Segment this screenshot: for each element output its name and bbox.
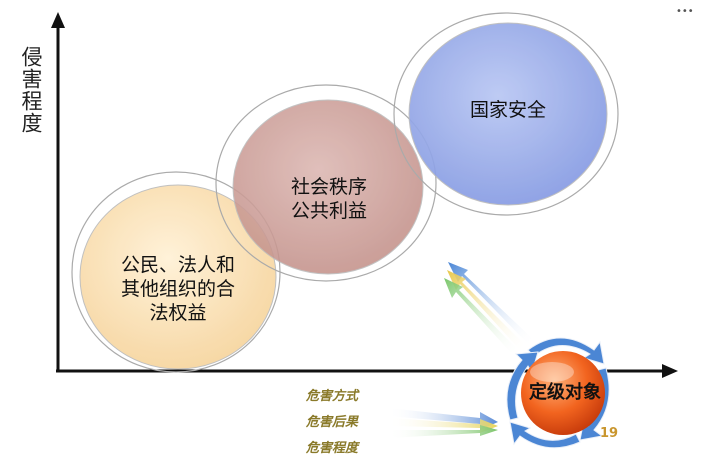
- cycle-arrow-bottom: [509, 421, 581, 449]
- x-axis-arrowhead: [662, 364, 678, 378]
- more-options-icon[interactable]: •••: [676, 6, 694, 17]
- y-axis-label: 侵害程度: [19, 46, 43, 134]
- bubble-national-security: [393, 12, 619, 216]
- cause-label-method: 危害方式: [305, 389, 358, 404]
- y-axis-arrowhead: [51, 12, 65, 28]
- target-circle: [521, 351, 605, 435]
- up-arrow-green: [444, 278, 518, 354]
- cause-label-consequence: 危害后果: [305, 415, 358, 430]
- stream-arrow-blue: [388, 408, 498, 430]
- bubble-label-legal-rights: 公民、法人和 其他组织的合 法权益: [120, 254, 235, 324]
- cause-streams: [388, 408, 498, 438]
- bubble-ring: [393, 12, 619, 216]
- target-highlight: [530, 362, 574, 382]
- bubble-label-social-order: 社会秩序 公共利益: [290, 176, 367, 222]
- target-label: 定级对象: [529, 382, 601, 403]
- bubble-social-order: [215, 84, 437, 282]
- page-number: 19: [600, 426, 619, 441]
- up-arrow-blue: [448, 262, 534, 344]
- stream-arrow-yellow: [388, 418, 498, 433]
- bubble-fill: [232, 99, 424, 275]
- upward-streams: [444, 262, 534, 354]
- cause-label-degree: 危害程度: [305, 441, 358, 456]
- target-node: [506, 337, 610, 449]
- up-arrow-yellow: [447, 270, 526, 350]
- bubble-label-national-security: 国家安全: [469, 99, 546, 121]
- bubble-fill: [408, 22, 608, 206]
- bubble-fill: [79, 184, 277, 370]
- bubble-ring: [215, 84, 437, 282]
- stream-arrow-green: [388, 425, 498, 438]
